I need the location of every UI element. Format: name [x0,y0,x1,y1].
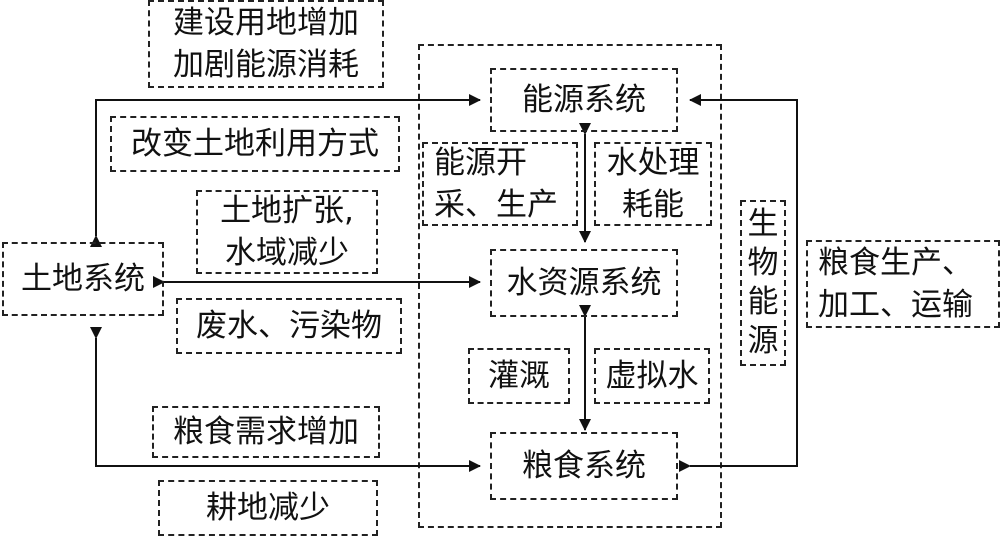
water-treatment-label-line1: 水处理 [606,145,700,181]
land-system-node: 土地系统 [2,242,164,316]
food-chain-label-line2: 加工、运输 [818,287,973,323]
bioenergy-label-char1: 生 [747,206,779,242]
water-treatment-label-box: 水处理 耗能 [594,142,712,226]
bioenergy-label-char4: 源 [747,323,779,359]
bioenergy-label-char3: 能 [747,284,779,320]
food-system-label: 粮食系统 [522,448,646,484]
wastewater-label: 废水、污染物 [196,308,382,344]
construction-land-label-box: 建设用地增加 加剧能源消耗 [148,0,384,88]
land-use-change-label-box: 改变土地利用方式 [110,116,400,172]
energy-system-label: 能源系统 [522,82,646,118]
land-expansion-label-box: 土地扩张, 水域减少 [196,190,378,274]
virtual-water-label: 虚拟水 [605,358,699,394]
food-chain-label-line1: 粮食生产、 [818,245,973,281]
water-treatment-label-line2: 耗能 [622,187,684,223]
water-system-label: 水资源系统 [506,265,662,301]
irrigation-label: 灌溉 [488,358,550,394]
land-system-label: 土地系统 [21,261,145,297]
arrow-land-food [90,327,481,472]
land-expansion-label-line2: 水域减少 [225,235,349,271]
water-system-node: 水资源系统 [490,249,678,317]
energy-production-label-line1: 能源开 [434,145,527,181]
farmland-label: 耕地减少 [206,490,330,526]
land-expansion-label-line1: 土地扩张, [220,193,354,229]
energy-production-label-box: 能源开 采、生产 [422,142,578,226]
bioenergy-label-box: 生 物 能 源 [740,200,786,366]
arrow-land-energy [90,94,481,247]
virtual-water-label-box: 虚拟水 [594,348,710,404]
land-use-change-label: 改变土地利用方式 [131,126,379,162]
energy-system-node: 能源系统 [490,68,678,132]
food-system-node: 粮食系统 [490,432,678,500]
construction-label-line2: 加剧能源消耗 [173,47,359,83]
food-demand-label-box: 粮食需求增加 [152,406,380,458]
bioenergy-label-char2: 物 [747,245,779,281]
farmland-label-box: 耕地减少 [158,480,378,536]
energy-production-label-line2: 采、生产 [434,187,558,223]
food-chain-label-box: 粮食生产、 加工、运输 [806,240,1000,328]
wastewater-label-box: 废水、污染物 [176,298,402,354]
construction-label-line1: 建设用地增加 [173,5,359,41]
food-demand-label: 粮食需求增加 [173,414,359,450]
irrigation-label-box: 灌溉 [468,348,570,404]
arrow-food-energy-right [679,94,798,472]
